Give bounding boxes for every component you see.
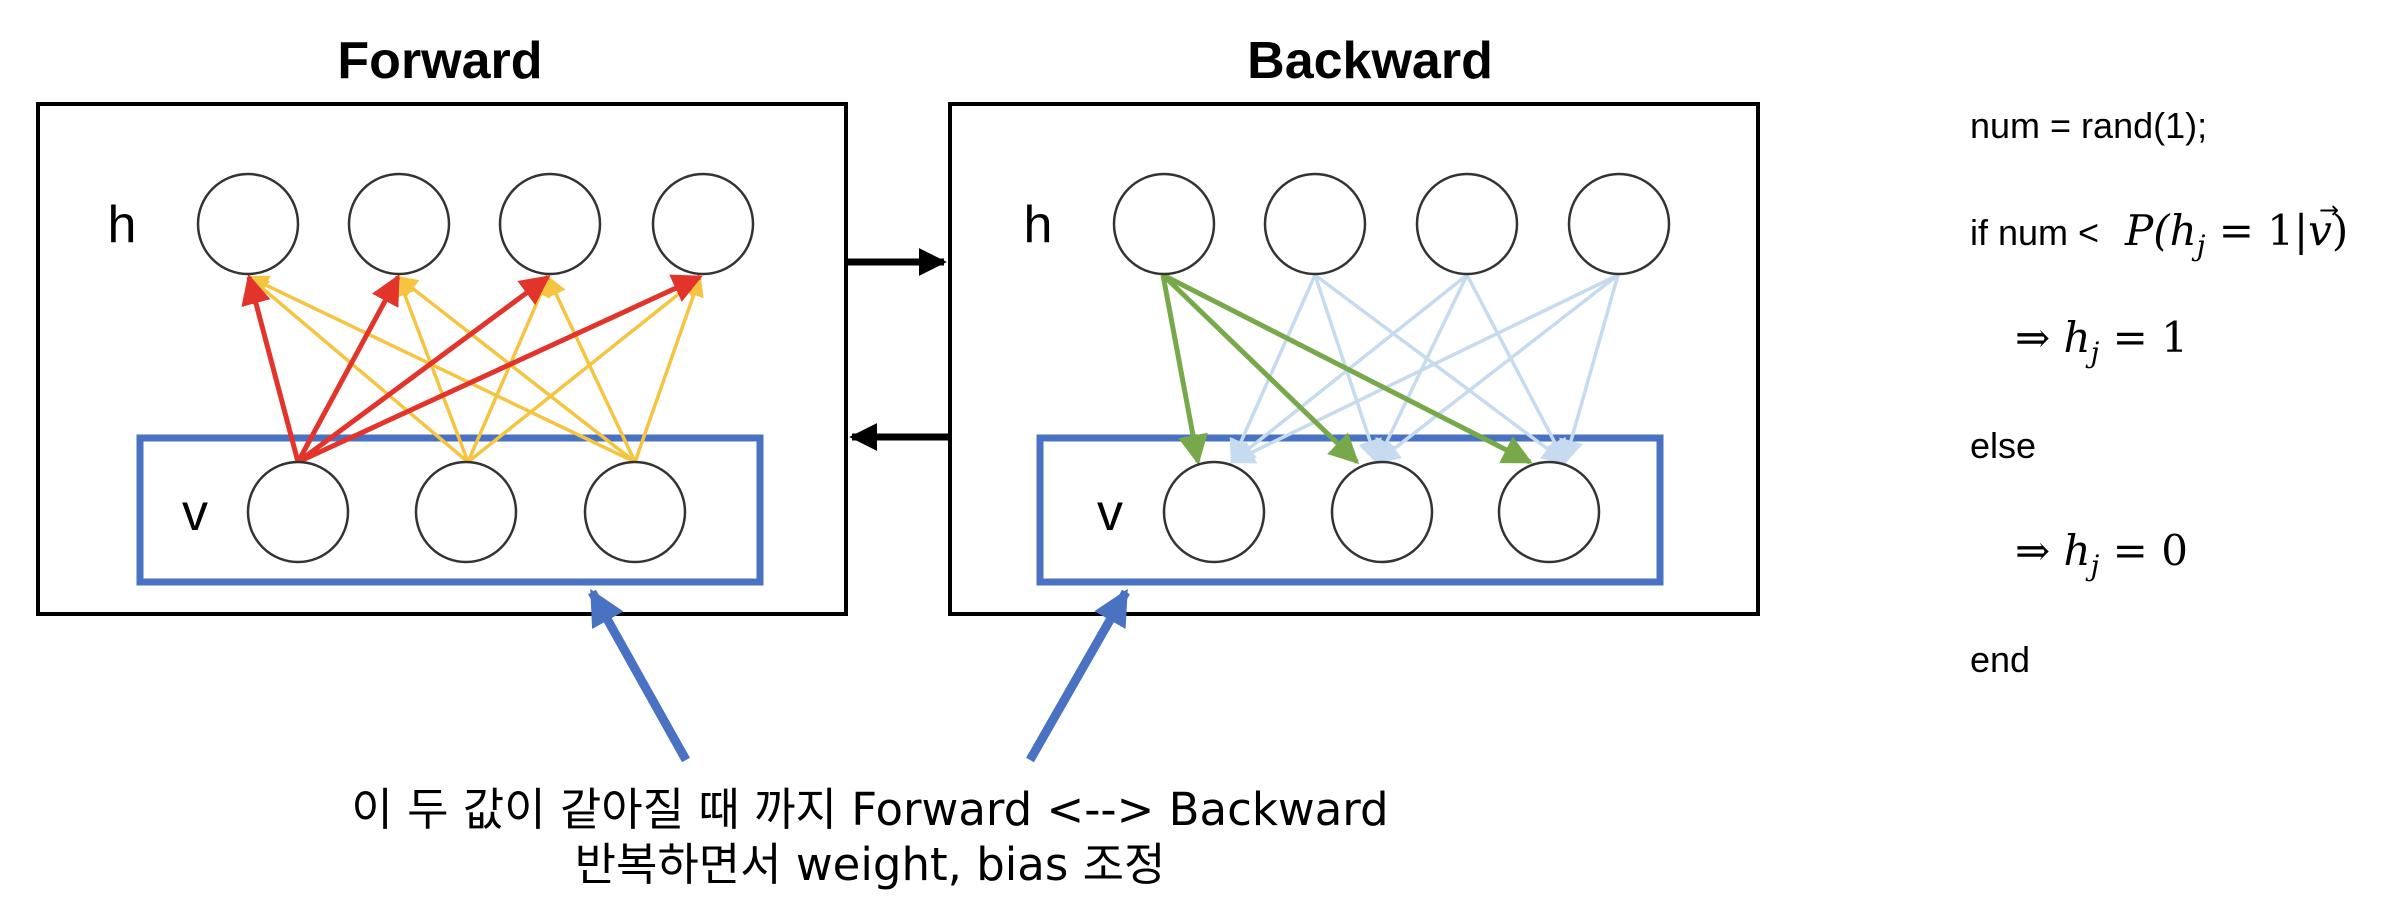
- forward-active-edge: [296, 274, 551, 465]
- forward-hidden-unit: [196, 172, 300, 276]
- backward-hidden-unit: [1112, 172, 1216, 276]
- forward-active-edge: [295, 274, 401, 464]
- pointer-arrow-forward: [588, 588, 690, 763]
- forward-title: Forward: [337, 32, 542, 90]
- code-line-6: end: [1970, 639, 2030, 680]
- forward-visible-label: v: [182, 484, 208, 542]
- forward-panel: h v: [36, 102, 848, 616]
- backward-edge: [1465, 274, 1567, 465]
- code-line-1: num = rand(1);: [1970, 105, 2207, 146]
- backward-hidden-unit: [1415, 172, 1519, 276]
- forward-panel-frame: [36, 102, 848, 616]
- backward-active-edges: [1160, 272, 1533, 465]
- forward-edge: [247, 275, 470, 464]
- forward-edge: [546, 275, 637, 463]
- forward-visible-unit: [414, 460, 518, 564]
- code-line-5: ⇒ hj = 0: [2015, 526, 2188, 582]
- forward-edges: [247, 275, 704, 464]
- caption-line-1: 이 두 값이 같아질 때 까지 Forward <--> Backward: [351, 783, 1388, 836]
- backward-active-edge: [1160, 274, 1208, 465]
- forward-edge: [247, 275, 636, 464]
- backward-edge: [1375, 273, 1620, 464]
- backward-visible-unit: [1330, 460, 1434, 564]
- forward-hidden-unit: [651, 172, 755, 276]
- backward-panel-frame: [948, 102, 1760, 616]
- backward-visible-unit: [1497, 460, 1601, 564]
- forward-active-edge: [296, 274, 703, 465]
- pseudocode: num = rand(1); if num < P(hj = 1|v) → ⇒ …: [1970, 105, 2348, 680]
- forward-hidden-label: h: [108, 196, 137, 254]
- forward-edge: [466, 275, 702, 464]
- backward-visible-unit: [1162, 460, 1266, 564]
- backward-edge: [1559, 274, 1620, 465]
- vector-arrow-icon: →: [2319, 196, 2339, 224]
- backward-visible-label: v: [1097, 484, 1123, 542]
- backward-active-edge: [1161, 273, 1360, 465]
- backward-edge: [1229, 273, 1619, 464]
- backward-edge: [1313, 273, 1567, 464]
- code-line-3: ⇒ hj = 1: [2015, 313, 2188, 369]
- forward-edge: [633, 275, 704, 463]
- backward-title: Backward: [1247, 32, 1493, 90]
- forward-hidden-unit: [498, 172, 602, 276]
- forward-active-edge: [241, 274, 301, 463]
- backward-edges: [1229, 273, 1620, 465]
- code-line-4: else: [1970, 425, 2036, 466]
- code-line-2-prefix: if num <: [1970, 212, 2099, 253]
- backward-active-edge: [1161, 272, 1533, 465]
- code-line-2-math: P(hj = 1|v): [2124, 206, 2348, 262]
- pointer-arrow-backward: [1026, 588, 1130, 763]
- caption-line-2: 반복하면서 weight, bias 조정: [575, 838, 1166, 891]
- forward-visible-unit: [583, 460, 687, 564]
- forward-visible-unit: [246, 460, 350, 564]
- forward-edge: [396, 275, 637, 464]
- backward-hidden-unit: [1263, 172, 1367, 276]
- forward-hidden-unit: [347, 172, 451, 276]
- forward-visible-box: [136, 434, 764, 586]
- backward-hidden-unit: [1567, 172, 1671, 276]
- forward-edge: [466, 275, 551, 463]
- forward-active-edges: [241, 274, 703, 465]
- backward-panel: h v: [948, 102, 1760, 616]
- backward-edge: [1229, 274, 1317, 465]
- forward-edge: [394, 275, 470, 463]
- backward-hidden-label: h: [1024, 196, 1053, 254]
